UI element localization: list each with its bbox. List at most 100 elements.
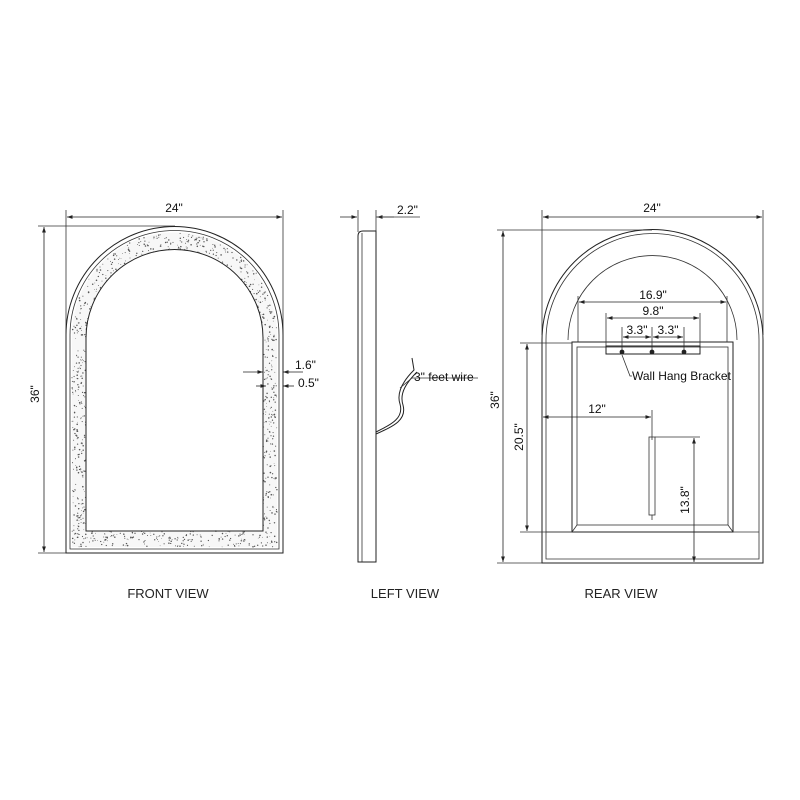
frame-speckle — [84, 491, 85, 492]
frame-speckle — [71, 380, 73, 382]
frame-speckle — [80, 503, 82, 505]
frame-speckle — [75, 466, 78, 468]
frame-speckle — [189, 539, 191, 541]
frame-speckle — [211, 534, 213, 537]
frame-speckle — [264, 513, 265, 515]
frame-speckle — [153, 533, 155, 536]
frame-speckle — [269, 509, 271, 512]
frame-speckle — [77, 370, 79, 372]
frame-speckle — [212, 243, 214, 246]
frame-speckle — [273, 462, 275, 464]
frame-speckle — [168, 537, 170, 539]
left-depth-label: 2.2" — [397, 203, 418, 217]
frame-speckle — [267, 496, 269, 499]
frame-speckle — [81, 443, 83, 445]
frame-speckle — [80, 318, 82, 320]
frame-speckle — [72, 490, 75, 493]
frame-speckle — [267, 340, 269, 342]
frame-speckle — [273, 334, 275, 336]
front-mirror-glass — [85, 249, 264, 532]
frame-speckle — [195, 237, 197, 239]
frame-speckle — [264, 398, 266, 401]
frame-speckle — [76, 533, 78, 535]
frame-speckle — [82, 372, 84, 374]
frame-speckle — [229, 539, 231, 541]
frame-speckle — [225, 251, 227, 253]
frame-speckle — [158, 236, 160, 238]
frame-speckle — [77, 508, 80, 510]
frame-speckle — [259, 534, 261, 537]
frame-speckle — [114, 253, 117, 255]
frame-speckle — [270, 540, 273, 542]
front-view: 24" 36" 1.6" 0.5" FRONT VIEW — [28, 201, 319, 601]
frame-speckle — [276, 427, 278, 429]
frame-speckle — [77, 512, 79, 514]
frame-speckle — [146, 534, 149, 537]
frame-speckle — [171, 539, 173, 541]
frame-speckle — [265, 451, 268, 453]
frame-speckle — [74, 446, 76, 449]
frame-speckle — [270, 443, 272, 445]
frame-speckle — [257, 291, 260, 294]
frame-speckle — [215, 254, 217, 257]
frame-speckle — [200, 537, 202, 538]
frame-speckle — [77, 389, 79, 391]
frame-speckle — [74, 533, 75, 535]
frame-speckle — [84, 405, 85, 407]
rear-view-caption: REAR VIEW — [585, 586, 659, 601]
frame-speckle — [120, 263, 122, 265]
frame-speckle — [71, 377, 73, 379]
frame-speckle — [75, 362, 78, 364]
frame-speckle — [187, 241, 189, 243]
frame-speckle — [160, 244, 162, 246]
frame-speckle — [143, 540, 146, 542]
frame-speckle — [270, 493, 273, 496]
frame-speckle — [80, 307, 82, 310]
frame-speckle — [276, 488, 278, 491]
rear-back-panel — [571, 341, 734, 533]
rear-back-panel-inner — [576, 346, 729, 526]
frame-speckle — [91, 532, 93, 534]
frame-speckle — [270, 396, 273, 399]
frame-speckle — [76, 377, 78, 379]
frame-speckle — [77, 421, 78, 423]
frame-speckle — [111, 261, 114, 264]
frame-speckle — [273, 507, 275, 509]
frame-speckle — [262, 545, 264, 547]
frame-speckle — [179, 232, 181, 234]
frame-speckle — [212, 247, 213, 249]
frame-speckle — [264, 455, 266, 457]
frame-speckle — [274, 416, 276, 418]
frame-speckle — [273, 413, 276, 416]
frame-speckle — [172, 241, 174, 243]
frame-speckle — [239, 267, 242, 269]
frame-speckle — [268, 453, 270, 455]
frame-speckle — [252, 546, 254, 548]
frame-speckle — [72, 427, 74, 429]
frame-speckle — [177, 246, 180, 248]
frame-speckle — [237, 543, 239, 544]
frame-speckle — [263, 378, 266, 381]
frame-speckle — [224, 535, 226, 538]
frame-speckle — [239, 266, 241, 268]
frame-speckle — [79, 515, 82, 517]
frame-speckle — [273, 335, 275, 338]
front-frame-texture — [71, 232, 278, 548]
frame-speckle — [81, 421, 83, 423]
frame-speckle — [76, 374, 78, 376]
frame-speckle — [270, 406, 272, 409]
frame-speckle — [116, 534, 118, 535]
frame-speckle — [105, 536, 107, 538]
frame-speckle — [72, 490, 74, 492]
frame-speckle — [265, 341, 267, 343]
frame-speckle — [267, 338, 269, 340]
frame-speckle — [76, 497, 79, 499]
frame-speckle — [74, 505, 77, 507]
rear-panel-corner-br — [727, 524, 734, 533]
frame-speckle — [249, 283, 252, 286]
frame-speckle — [81, 377, 83, 380]
frame-speckle — [81, 514, 82, 516]
frame-speckle — [240, 540, 243, 542]
frame-speckle — [267, 345, 270, 347]
frame-speckle — [275, 541, 278, 544]
